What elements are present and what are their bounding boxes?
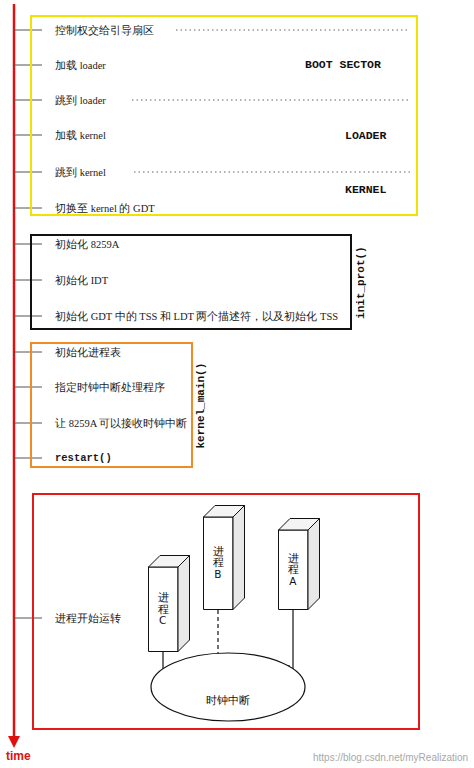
function-box: 初始化 8259A 初始化 IDT 初始化 GDT 中的 TSS 和 LDT 两个描… bbox=[30, 234, 352, 330]
tick-mark bbox=[14, 423, 42, 424]
cuboid-outline bbox=[278, 518, 320, 610]
tick-mark bbox=[14, 280, 42, 281]
step-text: 加载 loader bbox=[55, 59, 106, 72]
tick-marks bbox=[14, 30, 42, 618]
dotted-divider bbox=[134, 172, 410, 173]
time-axis bbox=[13, 4, 16, 738]
run-box: 进程开始运转 进程 C 进程 B 进程 A 时钟中断 bbox=[32, 493, 420, 730]
dotted-divider bbox=[132, 100, 410, 101]
tick-mark bbox=[14, 172, 42, 173]
tick-mark bbox=[14, 316, 42, 317]
step-text: 让 8259A 可以接收时钟中断 bbox=[55, 417, 187, 430]
cuboid-outline bbox=[203, 505, 245, 610]
cuboid-face bbox=[279, 530, 309, 610]
process-label: 进程 B bbox=[213, 546, 224, 581]
interrupt-ellipse: 时钟中断 bbox=[150, 652, 306, 722]
stage-label: BOOT SECTOR bbox=[305, 58, 381, 72]
connector-line bbox=[292, 610, 293, 669]
step-text: 切换至 kernel 的 GDT bbox=[55, 202, 155, 215]
connector-line bbox=[217, 610, 218, 653]
tick-mark bbox=[14, 618, 42, 619]
time-arrowhead bbox=[8, 736, 20, 748]
ellipse-outline bbox=[150, 652, 306, 722]
cuboid-face bbox=[149, 567, 179, 652]
cuboid-face bbox=[178, 556, 190, 652]
step-text: 跳到 loader bbox=[55, 94, 106, 107]
step-text: 进程开始运转 bbox=[55, 612, 121, 625]
step-text: 初始化进程表 bbox=[55, 346, 121, 359]
cuboid-face bbox=[233, 506, 245, 610]
tick-mark bbox=[14, 135, 42, 136]
watermark: https://blog.csdn.net/myRealization bbox=[313, 752, 468, 764]
tick-mark bbox=[14, 208, 42, 209]
step-text: 控制权交给引导扇区 bbox=[55, 24, 154, 37]
step-text: 初始化 IDT bbox=[55, 274, 108, 287]
stage-label: KERNEL bbox=[345, 183, 386, 197]
tick-mark bbox=[14, 352, 42, 353]
step-text: 跳到 kernel bbox=[55, 166, 106, 179]
step-text: 初始化 GDT 中的 TSS 和 LDT 两个描述符，以及初始化 TSS bbox=[55, 310, 338, 323]
step-text: restart() bbox=[55, 452, 112, 464]
cuboid-outline bbox=[148, 555, 190, 652]
step-text: 加载 kernel bbox=[55, 129, 106, 142]
process-label: 进程 C bbox=[158, 592, 169, 627]
ellipse-shape bbox=[151, 653, 305, 721]
function-label: init_prot() bbox=[354, 246, 367, 319]
cuboid-face bbox=[204, 517, 234, 610]
process-block: 进程 A bbox=[278, 518, 320, 610]
stage-box: 控制权交给引导扇区加载 loader 跳到 loader 加载 kernel 跳到 k… bbox=[30, 15, 418, 216]
connector-line bbox=[162, 652, 163, 669]
tick-mark bbox=[14, 30, 42, 31]
function-label: kernel_main() bbox=[195, 362, 208, 448]
step-text: 时钟中断 bbox=[204, 694, 252, 707]
process-block: 进程 C bbox=[148, 555, 190, 652]
process-block: 进程 B bbox=[203, 505, 245, 610]
function-box: 初始化进程表指定时钟中断处理程序让 8259A 可以接收时钟中断 restart(… bbox=[30, 342, 193, 468]
stage-label: LOADER bbox=[345, 129, 386, 143]
step-text: 初始化 8259A bbox=[55, 238, 119, 251]
step-text: 指定时钟中断处理程序 bbox=[55, 381, 165, 394]
tick-mark bbox=[14, 100, 42, 101]
tick-mark bbox=[14, 244, 42, 245]
process-label: 进程 A bbox=[288, 553, 299, 588]
divider-lines bbox=[132, 30, 410, 172]
tick-mark bbox=[14, 458, 42, 459]
cuboid-face bbox=[308, 519, 320, 610]
axis-label: time bbox=[6, 750, 31, 764]
tick-mark bbox=[14, 65, 42, 66]
tick-mark bbox=[14, 387, 42, 388]
dotted-divider bbox=[176, 30, 410, 31]
